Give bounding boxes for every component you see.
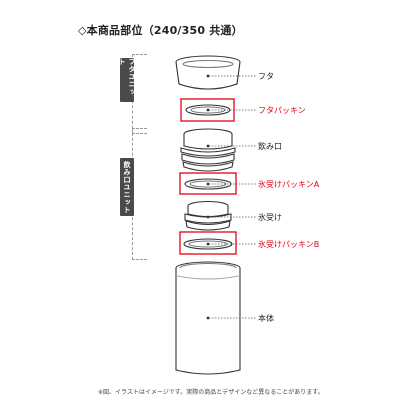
ice-holder-label: 氷受け — [258, 213, 282, 222]
disclaimer-footnote: ※図、イラストはイメージです。実際の商品とデザインなど異なることがあります。 — [98, 389, 324, 396]
ice-packing-b-highlight — [179, 231, 237, 255]
lid-packing-illustration — [185, 104, 231, 116]
lid-unit-tab: フタユニット — [118, 58, 136, 102]
ice-packing-a-highlight — [179, 172, 237, 195]
page-title: ◇本商品部位（240/350 共通） — [78, 24, 243, 37]
ice-packing-a-label: 氷受けパッキンA — [258, 180, 320, 189]
lid-label: フタ — [258, 72, 274, 81]
mouth-label: 飲み口 — [258, 142, 282, 151]
lid-packing-label: フタパッキン — [258, 106, 306, 115]
ice-packing-b-illustration — [183, 238, 233, 250]
lid-illustration — [175, 55, 241, 90]
mouth-unit-tab: 飲み口ユニット — [120, 158, 134, 216]
ice-holder-illustration — [184, 200, 232, 231]
mouth-illustration — [180, 128, 236, 172]
body-label: 本体 — [258, 314, 274, 323]
ice-packing-b-label: 氷受けパッキンB — [258, 240, 320, 249]
lid-packing-highlight — [180, 98, 235, 122]
ice-packing-a-illustration — [184, 178, 232, 190]
body-illustration — [175, 261, 241, 375]
